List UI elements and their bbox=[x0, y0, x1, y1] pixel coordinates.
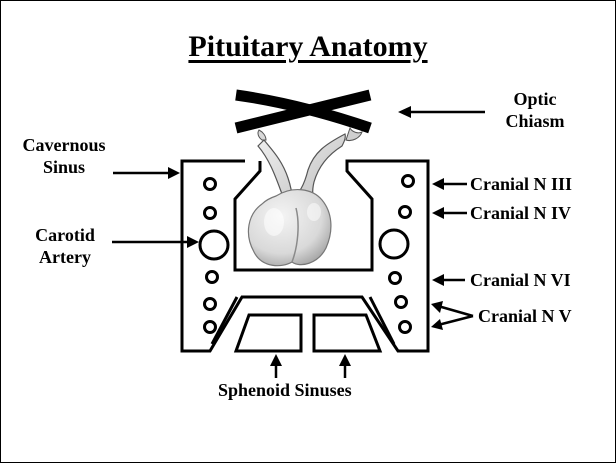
carotid-artery-right bbox=[380, 230, 408, 258]
cranial-n-iv-left bbox=[205, 208, 216, 219]
cranial-n-iv-right bbox=[400, 207, 411, 218]
label-cavernous-sinus-line1: Cavernous bbox=[14, 134, 114, 156]
right-nerves bbox=[380, 176, 414, 333]
label-optic-chiasm-line2: Chiasm bbox=[495, 110, 575, 132]
label-cranial-n-iii: Cranial N III bbox=[470, 173, 572, 195]
label-sphenoid-sinuses: Sphenoid Sinuses bbox=[218, 379, 352, 401]
label-cranial-n-iv: Cranial N IV bbox=[470, 202, 571, 224]
label-cranial-n-vi: Cranial N VI bbox=[470, 269, 571, 291]
sphenoid-sinus-right bbox=[314, 315, 380, 351]
label-carotid-artery: Carotid Artery bbox=[20, 224, 110, 268]
label-cranial-n-v: Cranial N V bbox=[478, 305, 572, 327]
label-optic-chiasm-line1: Optic bbox=[495, 88, 575, 110]
cranial-n-iii-left bbox=[205, 179, 216, 190]
label-cavernous-sinus: Cavernous Sinus bbox=[14, 134, 114, 178]
cranial-n-v1-left bbox=[205, 299, 216, 310]
left-nerves bbox=[200, 179, 228, 333]
cranial-n-iii-right bbox=[403, 176, 414, 187]
optic-chiasm-shape bbox=[236, 95, 370, 128]
sphenoid-sinus-left bbox=[236, 315, 301, 351]
cranial-n-v2-right bbox=[400, 322, 411, 333]
label-optic-chiasm: Optic Chiasm bbox=[495, 88, 575, 132]
cranial-n-vi-left bbox=[207, 272, 218, 283]
carotid-artery-left bbox=[200, 231, 228, 259]
label-cavernous-sinus-line2: Sinus bbox=[14, 156, 114, 178]
cranial-n-v1-right bbox=[396, 297, 407, 308]
pituitary-gland bbox=[248, 128, 362, 266]
label-carotid-artery-line1: Carotid bbox=[20, 224, 110, 246]
label-carotid-artery-line2: Artery bbox=[20, 246, 110, 268]
cranial-n-v2-left bbox=[205, 322, 216, 333]
cranial-n-vi-right bbox=[390, 273, 401, 284]
